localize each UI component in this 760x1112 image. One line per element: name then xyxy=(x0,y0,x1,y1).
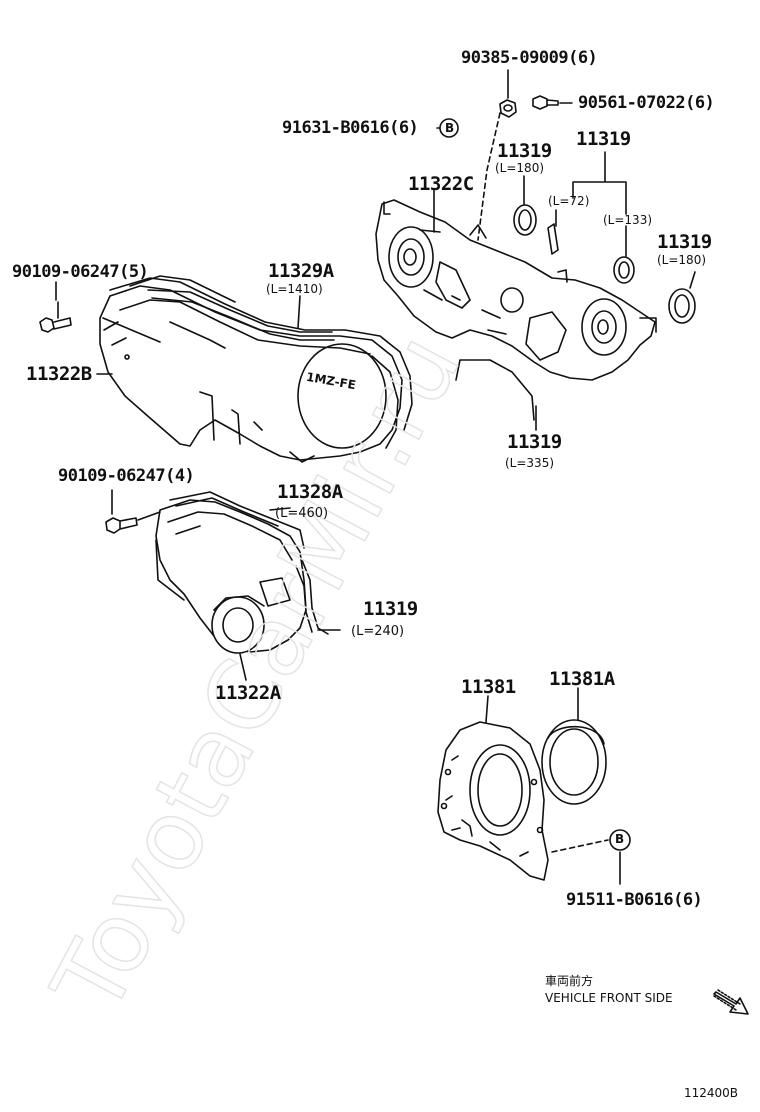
label-11381A: 11381A xyxy=(549,668,615,690)
label-11319-b-length-133: (L=133) xyxy=(603,213,653,227)
nut-90385 xyxy=(499,99,517,118)
label-11319-c-length: (L=180) xyxy=(657,253,707,267)
seal-11319-180b xyxy=(668,288,696,324)
bolt-90109-4 xyxy=(105,517,138,534)
label-11319-e-length: (L=240) xyxy=(351,624,405,639)
label-11319-d-length: (L=335) xyxy=(505,456,555,470)
label-11319-d: 11319 xyxy=(507,431,562,453)
label-11329A: 11329A xyxy=(268,260,334,282)
leader-11319-c xyxy=(689,271,696,289)
leader-b-bottom xyxy=(551,839,609,853)
label-91631: 91631-B0616(6) xyxy=(282,118,419,138)
front-side-english: VEHICLE FRONT SIDE xyxy=(545,991,673,1005)
label-11381: 11381 xyxy=(461,676,516,698)
timing-cover-plate-11322C xyxy=(375,199,657,381)
front-arrow-icon xyxy=(713,989,749,1015)
label-90561: 90561-07022(6) xyxy=(578,93,715,113)
label-11319-c: 11319 xyxy=(657,231,712,253)
label-11322C: 11322C xyxy=(408,173,474,195)
bolt-90561 xyxy=(532,95,559,110)
label-11328A: 11328A xyxy=(277,481,343,503)
timing-cover-lower-11322A xyxy=(155,499,307,654)
timing-cover-upper-11322B xyxy=(99,275,413,463)
label-11319-b-length-72: (L=72) xyxy=(548,194,590,208)
leader-90109-4 xyxy=(111,489,161,521)
label-11328A-length: (L=460) xyxy=(275,506,329,521)
label-11322A: 11322A xyxy=(215,682,281,704)
seal-11329A xyxy=(147,289,335,341)
leader-11381 xyxy=(485,695,489,723)
label-90109-4: 90109-06247(4) xyxy=(58,466,195,486)
label-90109-5: 90109-06247(5) xyxy=(12,262,149,282)
leader-11319-b xyxy=(572,151,627,215)
label-b-top: B xyxy=(445,121,455,135)
figure-number: 112400B xyxy=(684,1086,739,1100)
label-11329A-length: (L=1410) xyxy=(266,282,323,296)
label-11319-a-length: (L=180) xyxy=(495,161,545,175)
seal-11319-72 xyxy=(547,223,559,255)
seal-11319-133 xyxy=(613,256,635,284)
leader-11329A xyxy=(297,295,301,329)
label-11319-b: 11319 xyxy=(576,128,631,150)
label-11322B: 11322B xyxy=(26,363,92,385)
bolt-90109-5 xyxy=(39,301,72,333)
oil-seal-retainer-11381 xyxy=(437,721,549,881)
circle-b-top xyxy=(439,118,459,138)
seal-11328A xyxy=(155,491,305,601)
seal-11319-335 xyxy=(455,359,535,421)
label-11319-e: 11319 xyxy=(363,598,418,620)
leader-11322A xyxy=(239,653,247,681)
leader-11328A xyxy=(269,507,291,511)
front-side-japanese: 車両前方 xyxy=(545,974,594,988)
seal-11319-180a xyxy=(513,204,537,236)
circle-b-bottom xyxy=(609,829,631,851)
oil-seal-11381A xyxy=(541,719,607,805)
label-90385: 90385-09009(6) xyxy=(461,48,598,68)
label-91511: 91511-B0616(6) xyxy=(566,890,703,910)
label-b-bottom: B xyxy=(615,832,625,846)
label-11319-a: 11319 xyxy=(497,140,552,162)
